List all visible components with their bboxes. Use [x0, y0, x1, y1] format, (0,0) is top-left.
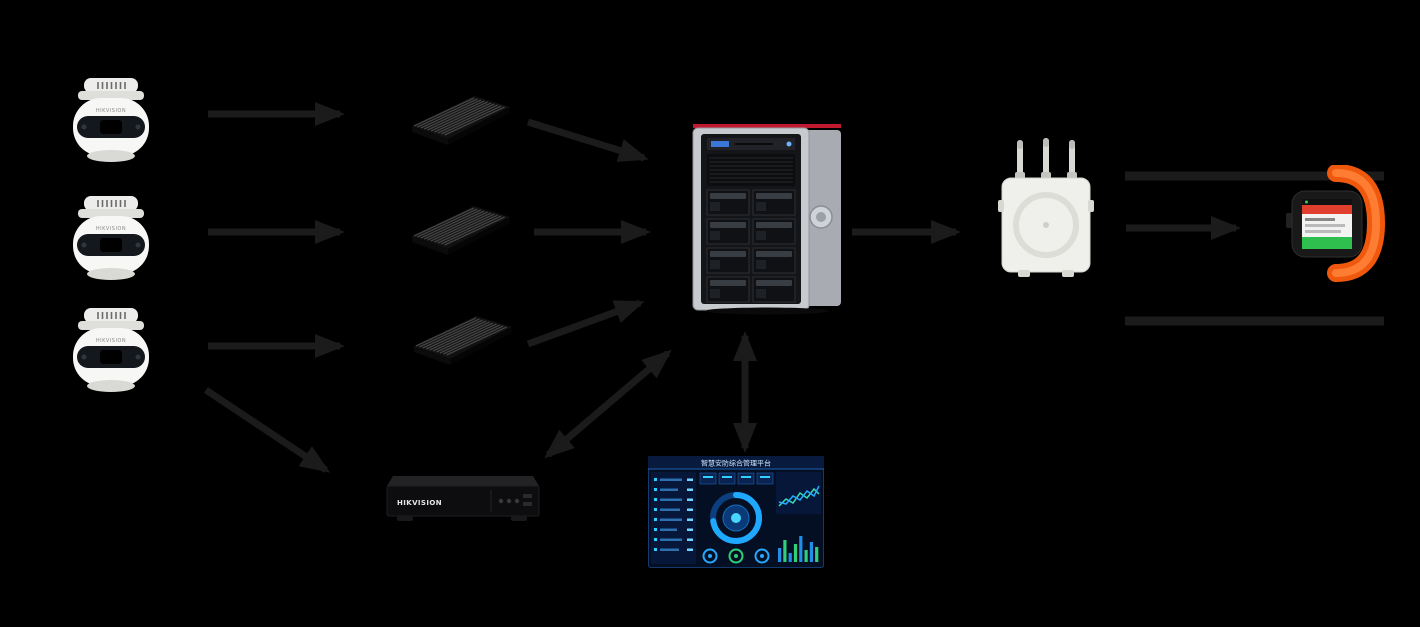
- ap-antennas: [1015, 138, 1077, 179]
- ip-camera-3: HIKVISION: [64, 308, 158, 394]
- camera-mount: [78, 196, 144, 218]
- box-side-face: [414, 346, 450, 365]
- nvr-front-panel: [386, 485, 540, 517]
- dashboard-right-panel: [776, 472, 821, 514]
- edge-ai-box-1: [410, 92, 514, 148]
- camera-base: [87, 150, 135, 162]
- server-red-trim: [693, 124, 841, 128]
- nvr-feet: [397, 516, 527, 521]
- box-side-face: [412, 236, 448, 255]
- server-drive-bays: [706, 189, 796, 303]
- nvr-buttons: [498, 494, 532, 506]
- server-shadow: [705, 307, 829, 315]
- nvr: HIKVISION: [383, 474, 541, 526]
- camera-brand-label: HIKVISION: [96, 338, 126, 344]
- box-front-face: [450, 327, 512, 365]
- box-side-face: [412, 126, 448, 145]
- nvr-brand-label: HIKVISION: [397, 499, 442, 507]
- edge-ai-box-3: [412, 312, 516, 368]
- heatsink-fins: [413, 97, 505, 136]
- camera-brand-label: HIKVISION: [96, 226, 126, 232]
- camera-brand-label: HIKVISION: [96, 108, 126, 114]
- dashboard-bar-chart: [778, 536, 819, 562]
- arrow-nvr-server-bidirectional: [544, 349, 672, 459]
- arrow-camera3-to-nvr: [204, 387, 331, 473]
- server-vent-grille: [707, 154, 795, 186]
- ap-radome-circle: [1013, 192, 1079, 258]
- box-front-face: [448, 217, 510, 255]
- dashboard-stat-tiles: [699, 472, 774, 485]
- dashboard-bottom-rings: [702, 548, 770, 564]
- dashboard-left-panel: [651, 472, 696, 564]
- camera-lens: [77, 116, 145, 138]
- heatsink-fins: [413, 207, 505, 246]
- ap-mount-tabs: [998, 200, 1094, 277]
- arrow-box1-to-server: [526, 118, 649, 163]
- edge-ai-box-2: [410, 202, 514, 258]
- camera-base: [87, 268, 135, 280]
- wireless-access-point: [998, 138, 1094, 280]
- tower-server: [683, 120, 848, 315]
- camera-mount: [78, 78, 144, 100]
- camera-lens: [77, 346, 145, 368]
- heatsink-fins: [415, 317, 507, 356]
- arrow-box3-to-server: [526, 299, 645, 348]
- dashboard-title: 智慧安防综合管理平台: [701, 459, 771, 468]
- monitoring-dashboard: 智慧安防综合管理平台: [648, 456, 824, 568]
- server-top-bay: [707, 138, 795, 150]
- ip-camera-1: HIKVISION: [64, 78, 158, 164]
- nvr-top-face: [387, 476, 539, 486]
- dashboard-center-gauge: [710, 492, 762, 544]
- watch-crown: [1286, 213, 1293, 228]
- watch-band-highlight: [1332, 169, 1381, 277]
- watch-screen: [1302, 199, 1352, 249]
- ip-camera-2: HIKVISION: [64, 196, 158, 282]
- camera-lens: [77, 234, 145, 256]
- camera-base: [87, 380, 135, 392]
- smartwatch: [1282, 165, 1388, 283]
- dashboard-header: [648, 456, 824, 469]
- box-front-face: [448, 107, 510, 145]
- camera-mount: [78, 308, 144, 330]
